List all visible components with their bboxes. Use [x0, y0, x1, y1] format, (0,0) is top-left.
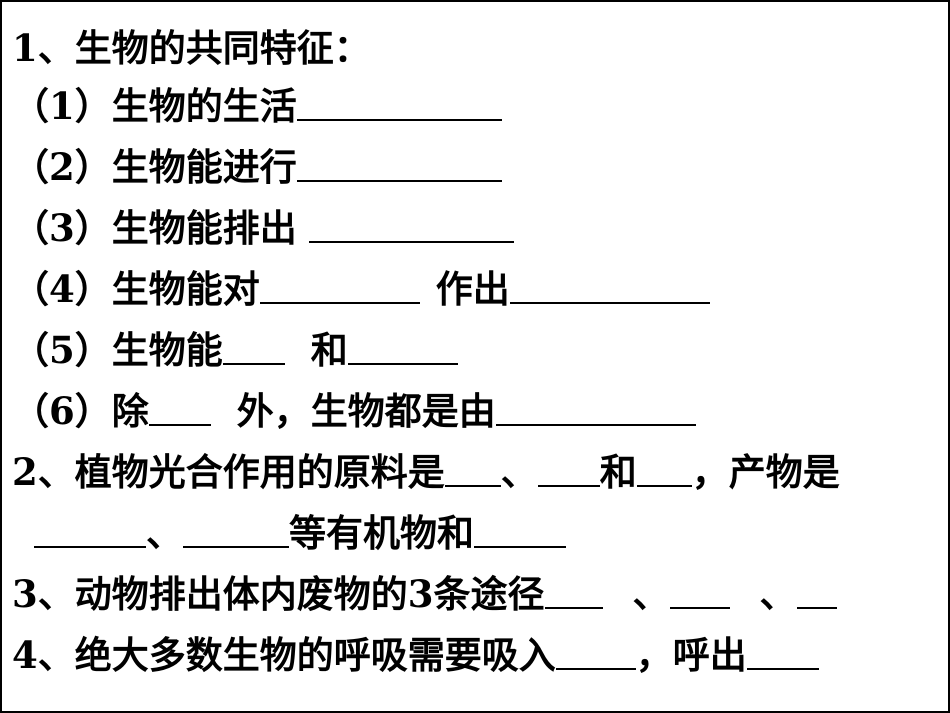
question-2-line-2: 、 等有机物和 — [12, 504, 566, 562]
answer-blank[interactable] — [474, 544, 566, 548]
answer-blank[interactable] — [537, 483, 600, 487]
item-5-mid: 和 — [310, 328, 348, 372]
item-1-label: （1）生物的生活 — [12, 84, 297, 128]
question-3-sep-1: 、 — [632, 572, 670, 616]
answer-blank[interactable] — [308, 239, 514, 243]
question-3-sep-2: 、 — [759, 572, 797, 616]
question-2-organic: 等有机物和 — [289, 511, 474, 555]
answer-blank[interactable] — [296, 117, 502, 121]
line-1-4: （4）生物能对 作出 — [12, 260, 710, 318]
answer-blank[interactable] — [669, 605, 730, 609]
answer-blank[interactable] — [259, 300, 420, 304]
question-4-line: 4、绝大多数生物的呼吸需要吸入 ，呼出 — [12, 626, 819, 684]
question-4-label: 4、绝大多数生物的呼吸需要吸入 — [12, 633, 556, 677]
answer-blank[interactable] — [636, 483, 692, 487]
item-2-label: （2）生物能进行 — [12, 145, 297, 189]
question-2-products: ，产物是 — [691, 450, 840, 494]
answer-blank[interactable] — [347, 361, 458, 365]
question-2-sep-2: 和 — [599, 450, 637, 494]
heading-line-1: 1、生物的共同特征： — [12, 19, 371, 77]
item-4-mid: 作出 — [435, 267, 510, 311]
question-3-line: 3、动物排出体内废物的3条途径 、 、 — [12, 565, 837, 623]
question-2-sep-1: 、 — [500, 450, 538, 494]
question-4-exhale: ，呼出 — [635, 633, 747, 677]
line-1-2: （2）生物能进行 — [12, 138, 502, 196]
line-1-3: （3）生物能排出 — [12, 199, 514, 257]
answer-blank[interactable] — [544, 605, 603, 609]
line-1-1: （1）生物的生活 — [12, 77, 502, 135]
question-2-sep-3: 、 — [146, 511, 183, 555]
item-5-label: （5）生物能 — [12, 328, 223, 372]
answer-blank[interactable] — [296, 178, 502, 182]
item-4-label: （4）生物能对 — [12, 267, 260, 311]
answer-blank[interactable] — [183, 544, 289, 548]
item-6-mid: 外，生物都是由 — [236, 389, 496, 433]
answer-blank[interactable] — [222, 361, 285, 365]
answer-blank[interactable] — [746, 666, 819, 670]
line-1-6: （6）除 外，生物都是由 — [12, 382, 696, 440]
answer-blank[interactable] — [444, 483, 501, 487]
answer-blank[interactable] — [495, 422, 696, 426]
answer-blank[interactable] — [34, 544, 146, 548]
answer-blank[interactable] — [555, 666, 636, 670]
item-3-label: （3）生物能排出 — [12, 206, 297, 250]
answer-blank[interactable] — [509, 300, 710, 304]
answer-blank[interactable] — [148, 422, 211, 426]
line-1-5: （5）生物能 和 — [12, 321, 458, 379]
question-2-line-1: 2、植物光合作用的原料是 、 和 ，产物是 — [12, 443, 840, 501]
item-6-label: （6）除 — [12, 389, 149, 433]
question-3-label: 3、动物排出体内废物的3条途径 — [12, 572, 545, 616]
question-1-heading: 1、生物的共同特征： — [12, 26, 371, 70]
answer-blank[interactable] — [796, 605, 837, 609]
question-2-label: 2、植物光合作用的原料是 — [12, 450, 445, 494]
